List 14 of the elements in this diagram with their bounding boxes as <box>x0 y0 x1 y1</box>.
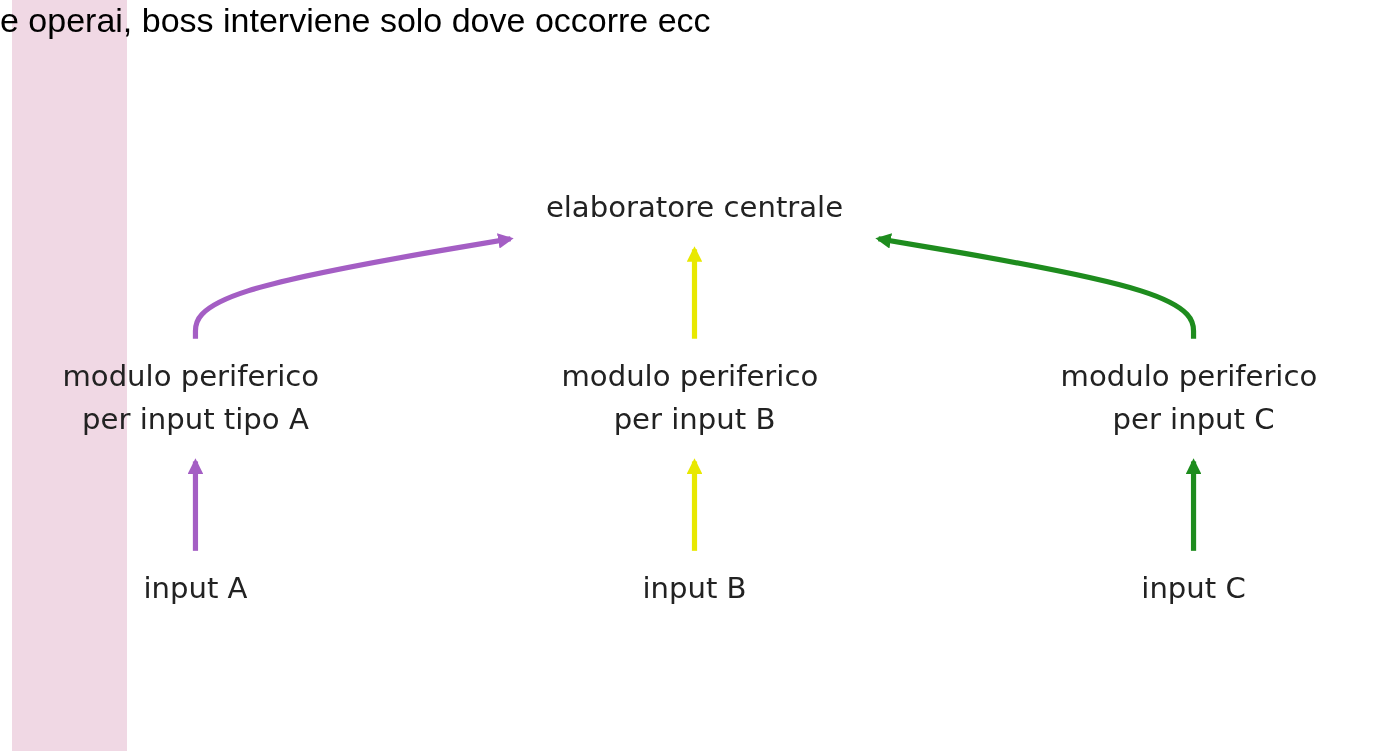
arrow <box>187 458 204 551</box>
node-text: modulo periferico per input tipo A <box>62 358 320 437</box>
arrow <box>192 233 514 339</box>
node-text: input A <box>143 570 248 605</box>
arrow <box>875 233 1197 339</box>
arrow <box>686 246 703 339</box>
node-text: elaboratore centrale <box>545 190 844 225</box>
node-text: input B <box>642 570 747 605</box>
arrow <box>686 458 703 551</box>
arrow <box>1185 458 1202 551</box>
node-text: input C <box>1141 570 1246 605</box>
note-text: e operai, boss interviene solo dove occorre ecc <box>0 0 711 40</box>
node-text: modulo periferico per input B <box>561 358 819 437</box>
node-text: modulo periferico per input C <box>1060 358 1318 437</box>
